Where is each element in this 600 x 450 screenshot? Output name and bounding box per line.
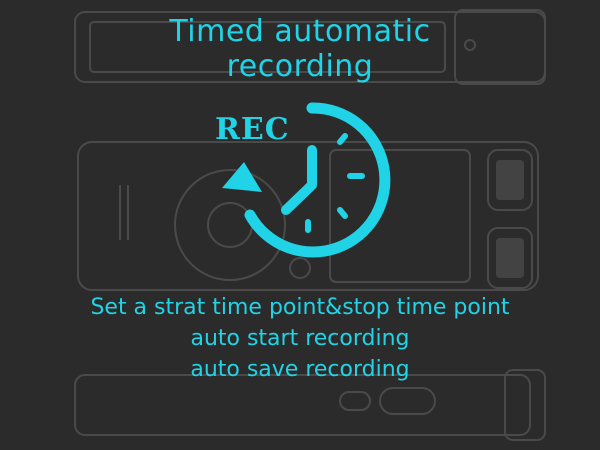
- rec-label: REC: [215, 112, 290, 147]
- title-line-2: recording: [226, 49, 374, 84]
- description-line-1: Set a strat time point&stop time point: [90, 295, 510, 320]
- page-title: Timed automatic recording: [0, 14, 600, 84]
- description-line-2: auto start recording: [190, 326, 410, 351]
- description-line-3: auto save recording: [190, 357, 410, 382]
- title-line-1: Timed automatic: [169, 14, 431, 49]
- timer-record-icon: [222, 102, 391, 258]
- feature-description: Set a strat time point&stop time point a…: [0, 292, 600, 385]
